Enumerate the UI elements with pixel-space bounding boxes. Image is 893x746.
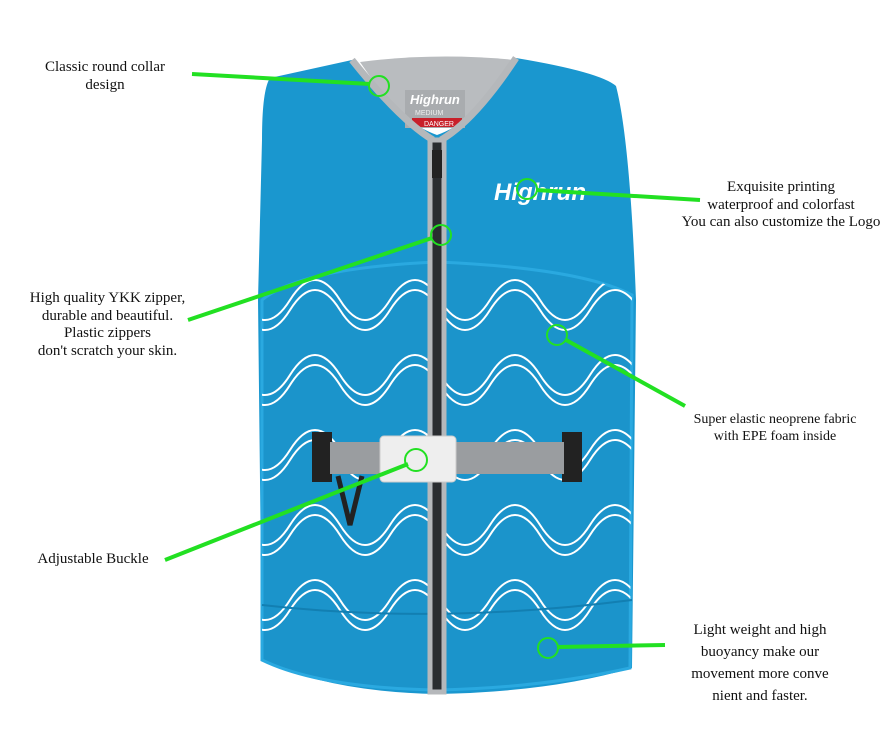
callout-line: Adjustable Buckle — [37, 551, 149, 567]
callout-line: Plastic zippers — [63, 325, 152, 341]
callout-line: High quality YKK zipper, — [29, 290, 186, 306]
callout-line: You can also customize the Logo — [681, 214, 881, 230]
zipper-pull[interactable] — [432, 150, 442, 178]
callout-line: Light weight and high — [693, 622, 827, 638]
buckle-strap[interactable] — [312, 432, 582, 526]
callout-line: waterproof and colorfast — [707, 196, 855, 213]
callout-line: Classic round collar — [45, 59, 165, 75]
callout-line: movement more conve — [691, 666, 829, 682]
callout-line: buoyancy make our — [700, 644, 820, 660]
callout-line: nient and faster. — [712, 688, 808, 704]
label-brand: Highrun — [410, 92, 460, 107]
callout-fabric: Super elastic neoprene fabric with EPE f… — [680, 411, 870, 445]
callout-lines — [164, 72, 701, 659]
label-warning: DANGER — [424, 121, 454, 128]
callout-logo: Exquisite printing waterproof and colorf… — [670, 179, 892, 232]
callout-buoyancy: Light weight and high buoyancy make our … — [670, 619, 850, 707]
callout-line: design — [85, 76, 125, 93]
callout-line: with EPE foam inside — [713, 429, 837, 444]
callout-zipper: High quality YKK zipper, durable and bea… — [10, 290, 205, 360]
callout-line: Super elastic neoprene fabric — [693, 412, 857, 427]
callout-line: don't scratch your skin. — [37, 342, 178, 359]
callout-buckle: Adjustable Buckle — [22, 551, 164, 569]
zipper[interactable] — [427, 137, 447, 695]
collar-inner — [360, 56, 515, 120]
callout-line: durable and beautiful. — [41, 307, 174, 324]
label-size: MEDIUM — [415, 110, 444, 117]
collar-trim — [349, 56, 519, 144]
callout-collar: Classic round collar design — [30, 59, 180, 94]
callout-line: Exquisite printing — [727, 179, 835, 195]
